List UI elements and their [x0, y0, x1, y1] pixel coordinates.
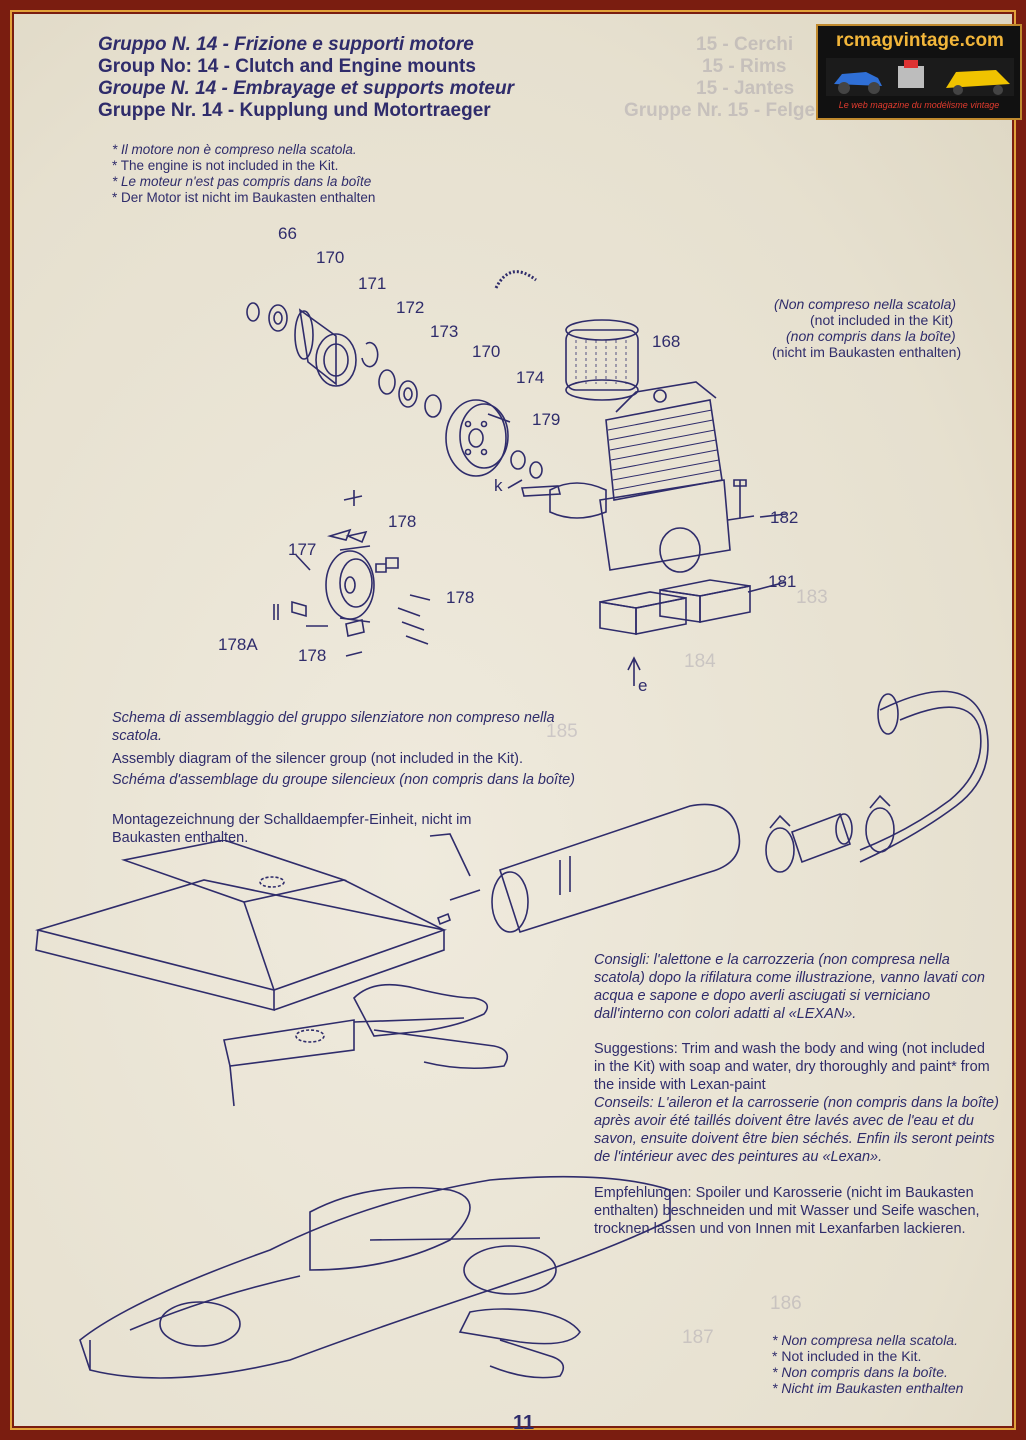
watermark-tagline: Le web magazine du modélisme vintage: [838, 100, 1000, 110]
not-included-german: (nicht im Baukasten enthalten): [772, 344, 962, 360]
suggestions-french: Conseils: L'aileron et la carrosserie (n…: [594, 1095, 999, 1165]
bleed-through-line: 15 - Rims: [702, 56, 787, 77]
part-callout-179: 179: [532, 410, 561, 429]
title-french: Groupe N. 14 - Embrayage et supports mot…: [98, 78, 514, 99]
not-included-french: (non compris dans la boîte): [786, 328, 956, 344]
not-included-english: (not included in the Kit): [810, 312, 954, 328]
bleed-through-number: 186: [770, 1293, 802, 1314]
silencer-caption-english: Assembly diagram of the silencer group (…: [112, 751, 524, 767]
part-callout-178A: 178A: [218, 635, 258, 654]
bleed-through-number: 185: [546, 721, 578, 742]
clutch-engine-exploded-diagram: [246, 270, 787, 686]
engine-note-italian: * Il motore non è compreso nella scatola…: [112, 142, 357, 157]
silencer-caption-italian: Schema di assemblaggio del gruppo silenz…: [112, 710, 555, 744]
part-callout-170: 170: [316, 248, 345, 267]
title-english: Group No: 14 - Clutch and Engine mounts: [98, 56, 476, 77]
footnote-english: * Not included in the Kit.: [772, 1348, 922, 1364]
part-callout-k: k: [494, 476, 503, 495]
suggestions-italian: Consigli: l'alettone e la carrozzeria (n…: [594, 952, 985, 1022]
bleed-through-line: 15 - Jantes: [696, 78, 795, 99]
bleed-through-number: 184: [684, 651, 716, 672]
part-callout-178-third: 178: [298, 646, 327, 665]
part-callout-66: 66: [278, 224, 297, 243]
engine-note-german: * Der Motor ist nicht im Baukasten entha…: [112, 190, 376, 205]
part-callout-182: 182: [770, 508, 799, 527]
watermark-site-name: rcmagvintage.com: [836, 30, 1004, 51]
body-trimming-illustration: [79, 1175, 671, 1379]
suggestions-german: Empfehlungen: Spoiler und Karosserie (ni…: [594, 1185, 980, 1237]
title-italian: Gruppo N. 14 - Frizione e supporti motor…: [98, 34, 474, 55]
silencer-assembly-diagram: [429, 690, 989, 934]
watermark-cars-illustration: [826, 58, 1014, 96]
suggestions-english: Suggestions: Trim and wash the body and …: [594, 1041, 990, 1093]
bleed-through-line: Gruppe Nr. 15 - Felgen: [624, 100, 827, 121]
not-included-italian: (Non compreso nella scatola): [774, 296, 957, 312]
footnote-italian: * Non compresa nella scatola.: [772, 1332, 958, 1348]
bleed-through-line: 15 - Cerchi: [696, 34, 794, 55]
wing-trimming-illustration: [35, 840, 509, 1107]
part-callout-172: 172: [396, 298, 425, 317]
silencer-caption-german: Montagezeichnung der Schalldaempfer-Einh…: [112, 812, 472, 846]
bleed-through-number: 187: [682, 1327, 714, 1348]
part-callout-168: 168: [652, 332, 681, 351]
part-callout-173: 173: [430, 322, 459, 341]
part-callout-178: 178: [388, 512, 417, 531]
bleed-through-number: 183: [796, 587, 828, 608]
part-callout-177: 177: [288, 540, 317, 559]
watermark-logo: rcmagvintage.com Le web magazine du modé…: [816, 24, 1022, 120]
part-callout-e: e: [638, 676, 648, 695]
engine-note-english: * The engine is not included in the Kit.: [112, 158, 339, 173]
footnote-german: * Nicht im Baukasten enthalten: [772, 1380, 964, 1396]
part-callout-181: 181: [768, 572, 797, 591]
page-number: 11: [513, 1412, 535, 1434]
part-callout-174: 174: [516, 368, 545, 387]
part-callout-171: 171: [358, 274, 387, 293]
title-german: Gruppe Nr. 14 - Kupplung und Motortraege…: [98, 100, 491, 121]
footnote-french: * Non compris dans la boîte.: [772, 1364, 948, 1380]
part-callout-170-second: 170: [472, 342, 501, 361]
silencer-caption-french: Schéma d'assemblage du groupe silencieux…: [112, 772, 576, 788]
part-callout-178-second: 178: [446, 588, 475, 607]
engine-note-french: * Le moteur n'est pas compris dans la bo…: [112, 174, 372, 189]
